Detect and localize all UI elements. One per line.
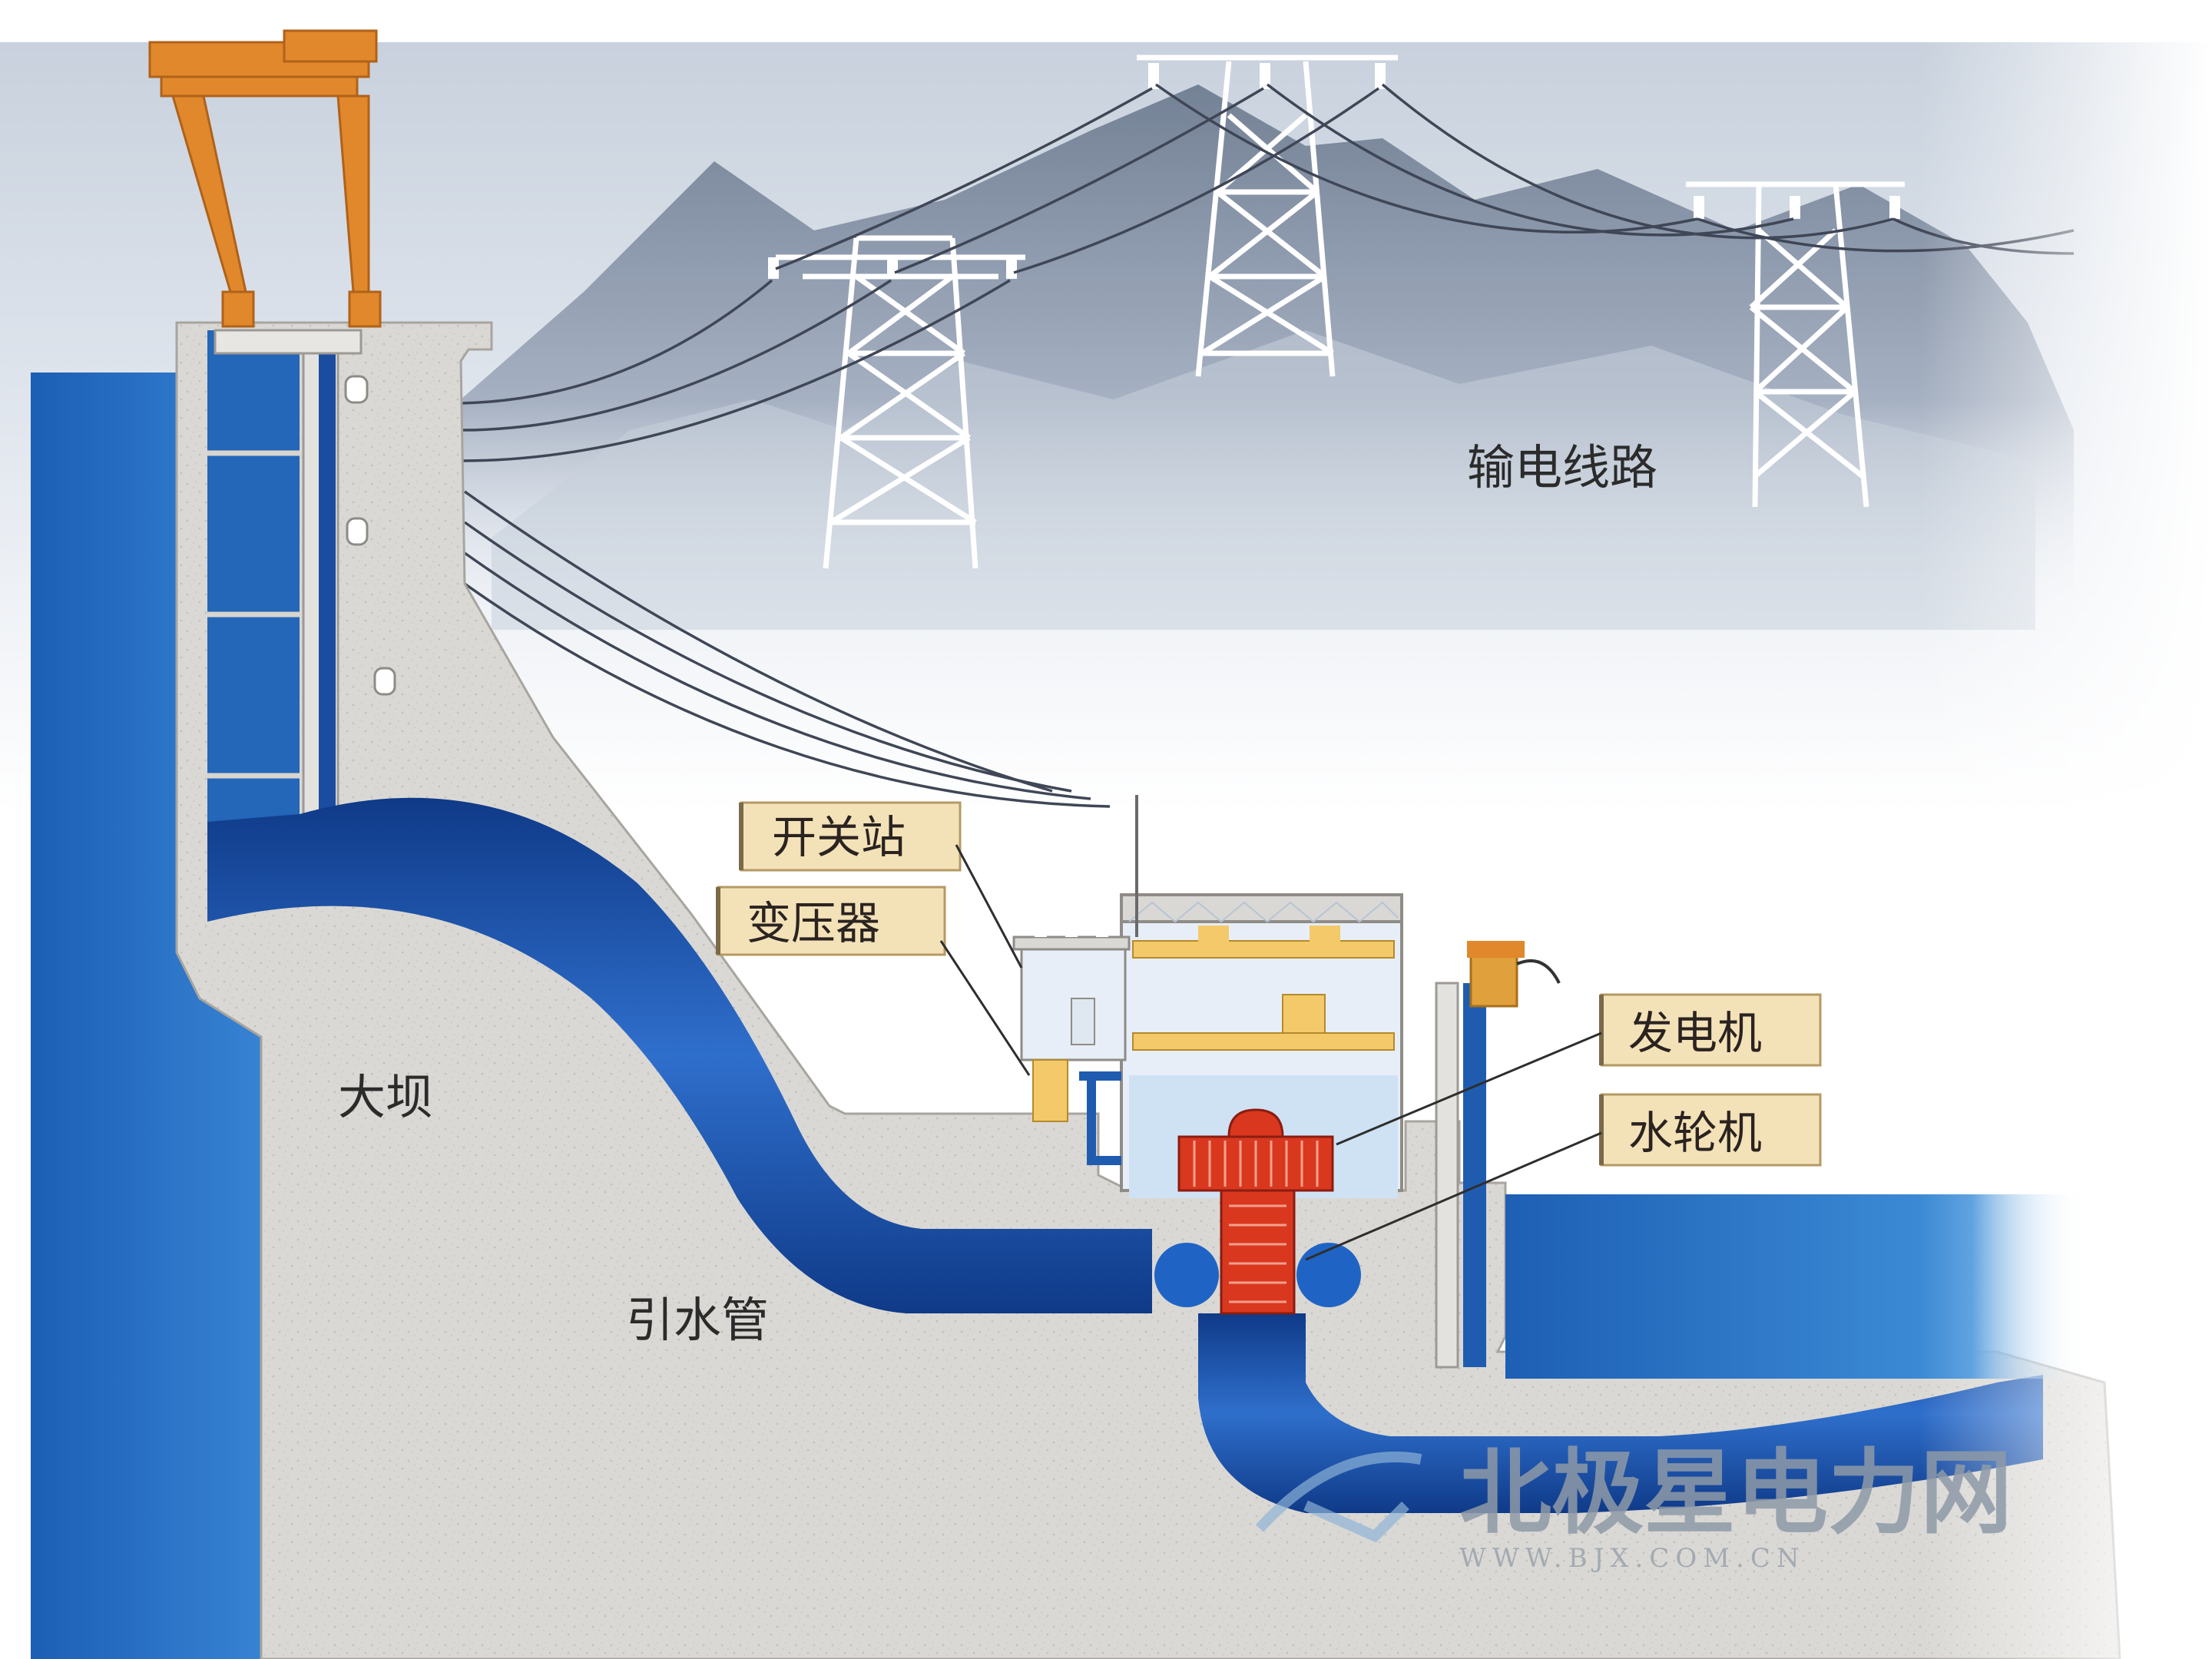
watermark-logo (1255, 1452, 1422, 1543)
transmission-tower-left (776, 235, 1025, 569)
switchyard-building (1012, 795, 1138, 1165)
dam-body (175, 321, 2121, 1659)
draft-tube (1198, 1313, 2043, 1513)
label-penstock: 引水管 (626, 1292, 769, 1348)
insulators-center (1148, 63, 1386, 89)
tag-transformer: 变压器 (716, 886, 1031, 1076)
transmission-wires (460, 83, 2075, 808)
watermark-url: WWW.BJX.COM.CN (1459, 1543, 1806, 1574)
gantry-crane (148, 29, 382, 328)
label-transmission-line: 输电线路 (1467, 439, 1657, 495)
tailrace-gate (1435, 941, 1561, 1369)
tag-generator: 发电机 (1336, 993, 1822, 1146)
penstock-pipe (207, 797, 1152, 1313)
label-dam: 大坝 (338, 1069, 433, 1125)
watermark: 北极星电力网 WWW.BJX.COM.CN (1255, 1440, 2012, 1574)
generator (1177, 1108, 1334, 1192)
dam-crest-deck (214, 329, 363, 355)
mountain-ridge-front (492, 330, 2035, 630)
right-fade (1920, 0, 2212, 1659)
tag-switchyard-text: 开关站 (772, 811, 906, 863)
insulators-right (1694, 196, 1900, 219)
tag-generator-text: 发电机 (1628, 1007, 1762, 1059)
intake-water-column (207, 330, 300, 822)
tag-transformer-text: 变压器 (747, 897, 880, 949)
turbine (1154, 1189, 1361, 1315)
intake-trash-racks (207, 450, 300, 779)
tag-turbine: 水轮机 (1305, 1093, 1822, 1261)
gate-slot (319, 349, 336, 826)
watermark-brand: 北极星电力网 (1459, 1440, 2012, 1547)
tag-switchyard: 开关站 (739, 801, 1023, 969)
tag-turbine-text: 水轮机 (1628, 1107, 1762, 1159)
dam-galleries (344, 375, 396, 696)
